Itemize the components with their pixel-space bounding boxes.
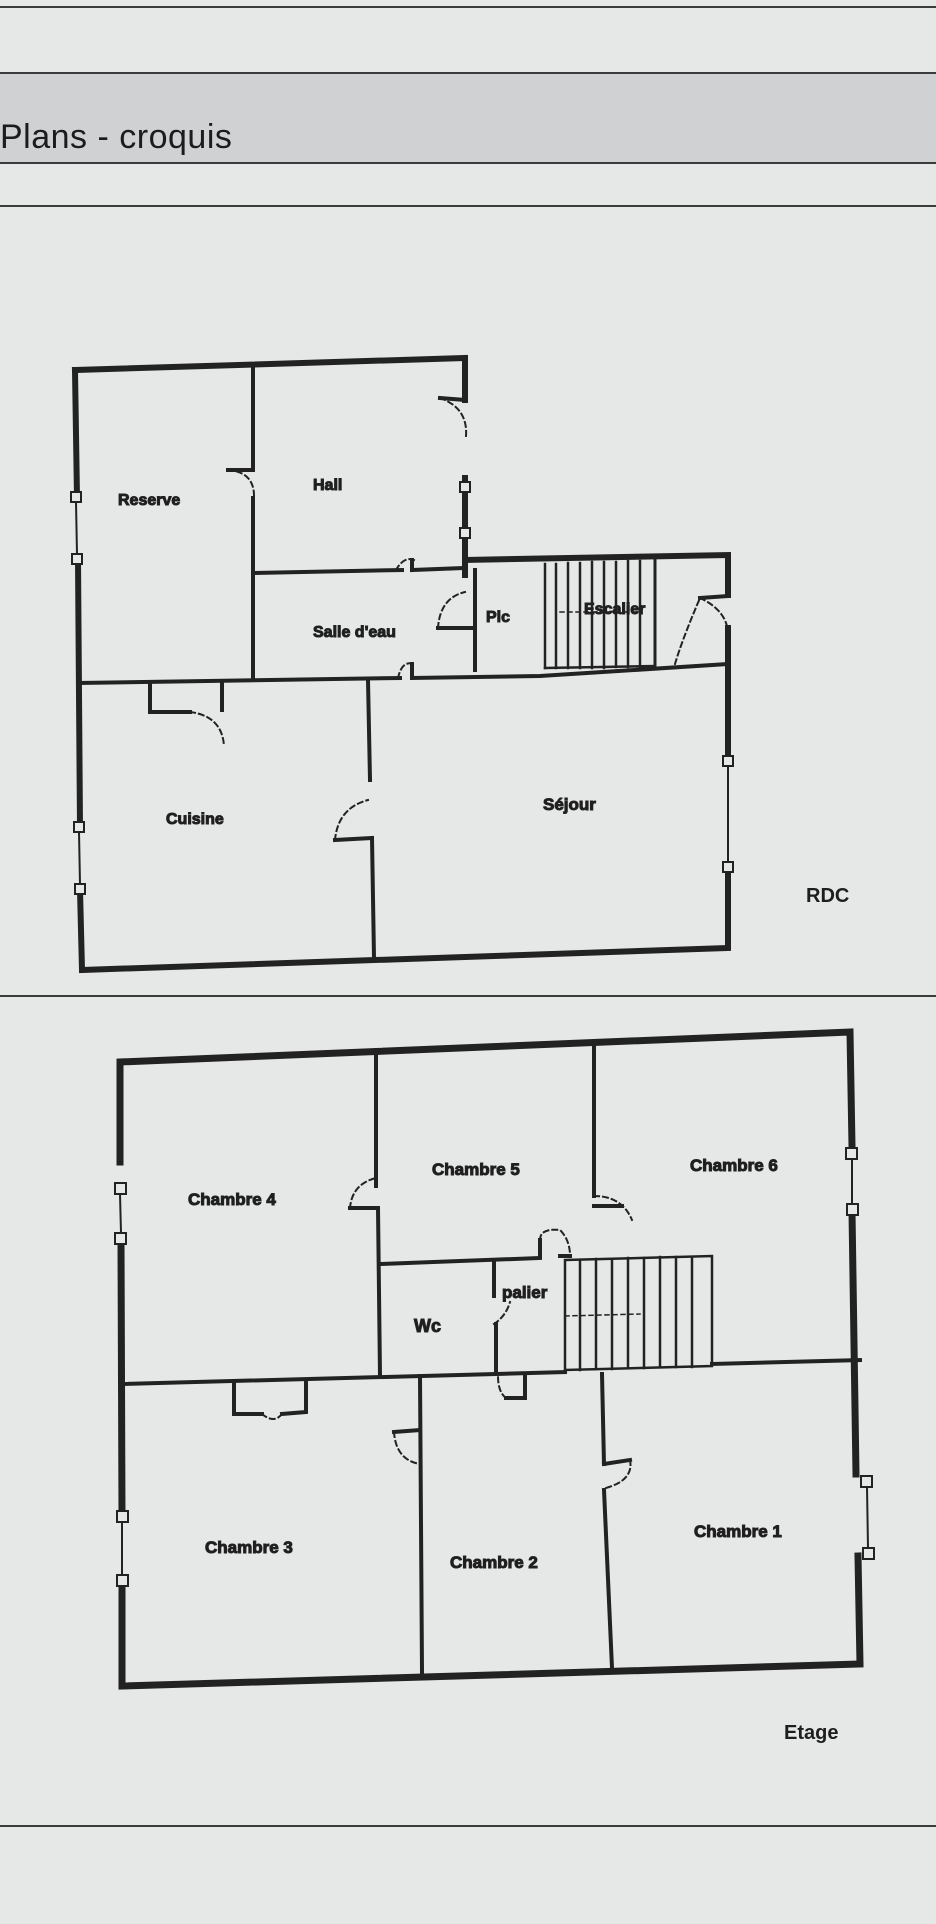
- bottom-rule: [0, 1825, 936, 1827]
- etage-outer-wall-top: [116, 1028, 856, 1166]
- rdc-stair-top-wall: [461, 551, 731, 598]
- etage-room-chambre2: Chambre 2: [450, 1553, 538, 1572]
- etage-room-chambre5: Chambre 5: [432, 1160, 520, 1179]
- rdc-left-wall-top: [71, 366, 81, 502]
- header-bottom-rule: [0, 205, 936, 207]
- rdc-sejour-top-wall: [410, 661, 731, 681]
- rdc-kitchen-right-wall-top: [365, 677, 373, 783]
- etage-left-wall-mid: [117, 1238, 126, 1522]
- rdc-room-reserve: Reserve: [118, 492, 180, 509]
- rdc-kitchen-right-wall-bottom: [332, 835, 377, 961]
- etage-room-chambre1: Chambre 1: [694, 1522, 782, 1541]
- rdc-staircase: [543, 559, 657, 670]
- upper-floor-plan: Chambre 4 Chambre 5 Chambre 6 Wc palier …: [114, 1028, 875, 1690]
- etage-door-swings: [260, 1176, 634, 1490]
- etage-room-wc: Wc: [414, 1316, 441, 1336]
- etage-room-chambre3: Chambre 3: [205, 1538, 293, 1557]
- rdc-entry-door-jamb: [697, 593, 731, 601]
- rdc-room-escalier: Escalier: [584, 601, 645, 618]
- rdc-outer-wall-top: [71, 354, 468, 403]
- rdc-hall-door-jamb: [437, 395, 468, 403]
- etage-c2-door-jamb: [391, 1427, 423, 1435]
- rdc-room-hall: Hall: [313, 477, 342, 494]
- rdc-outer-wall-bottom: [76, 865, 731, 974]
- etage-c4-c5-wall-bottom: [348, 1206, 383, 1379]
- top-rule: [0, 6, 936, 8]
- etage-room-chambre6: Chambre 6: [690, 1156, 778, 1175]
- rdc-room-salle-deau: Salle d'eau: [313, 624, 396, 641]
- etage-c3-niche-right: [279, 1378, 308, 1417]
- etage-middle-wall-left: [118, 1369, 568, 1387]
- rdc-door-swings: [188, 396, 730, 842]
- etage-c5-bottom-wall: [377, 1238, 542, 1267]
- etage-c2-c1-wall-top: [599, 1371, 607, 1467]
- floor-label-rdc: RDC: [806, 885, 850, 907]
- etage-room-palier: palier: [502, 1283, 548, 1302]
- etage-landing-jamb: [504, 1372, 527, 1400]
- rdc-room-sejour: Séjour: [543, 795, 596, 814]
- etage-middle-wall-right: [709, 1357, 863, 1367]
- etage-outer-wall-bottom: [118, 1552, 864, 1690]
- etage-staircase: [563, 1254, 714, 1372]
- floor-label-etage: Etage: [784, 1722, 839, 1744]
- rdc-windows: [70, 481, 734, 895]
- etage-c2-c1-wall-bottom: [601, 1487, 615, 1671]
- rdc-hall-bottom-wall-right: [410, 558, 468, 573]
- ground-floor-plan: Reserve Hall Salle d'eau Plc Escalier Cu…: [70, 354, 734, 974]
- etage-room-chambre4: Chambre 4: [188, 1190, 276, 1209]
- section-title: Plans - croquis: [0, 118, 233, 156]
- section-header: Plans - croquis: [0, 72, 936, 164]
- rdc-left-wall-mid: [74, 556, 84, 832]
- etage-c3-niche-left: [232, 1380, 264, 1416]
- rdc-room-plc: Plc: [486, 609, 510, 626]
- etage-right-wall-mid: [848, 1208, 860, 1478]
- rdc-kitchen-top-wall: [75, 675, 403, 686]
- etage-c3-c2-wall: [417, 1373, 425, 1675]
- floor-divider-rule: [0, 995, 936, 997]
- etage-windows: [114, 1147, 875, 1587]
- rdc-room-cuisine: Cuisine: [166, 811, 224, 828]
- rdc-kitchen-niche: [148, 681, 192, 714]
- rdc-hall-bottom-wall-left: [250, 567, 405, 576]
- etage-c1-door-jamb: [601, 1457, 633, 1467]
